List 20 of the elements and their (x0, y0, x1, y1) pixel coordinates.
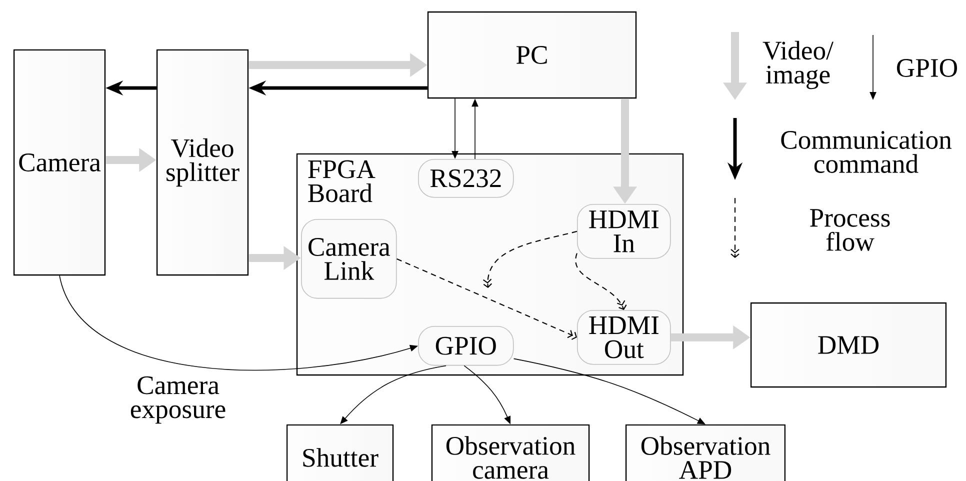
arrow (575, 253, 627, 310)
block-box: Camera (13, 49, 106, 276)
port-box: HDMI In (576, 204, 671, 259)
edge-label: Camera exposure (123, 375, 233, 425)
legend-text: Communication command (781, 131, 952, 173)
port-box: RS232 (418, 158, 514, 198)
legend-text: Video/ image (762, 40, 834, 90)
port-box: HDMI Out (576, 310, 671, 365)
legend-text: GPIO (896, 59, 957, 77)
block-box: Observation camera (431, 424, 590, 481)
block-box: DMD (750, 302, 947, 388)
port-box: GPIO (418, 326, 514, 366)
block-box: Shutter (286, 424, 394, 481)
legend-text: Process flow (810, 209, 890, 251)
port-box: Camera Link (301, 218, 397, 299)
block-box: Observation APD (625, 424, 786, 481)
arrow (482, 230, 578, 288)
block-box: PC (427, 11, 637, 99)
block-box: Video splitter (156, 49, 249, 276)
arrow (396, 258, 577, 340)
